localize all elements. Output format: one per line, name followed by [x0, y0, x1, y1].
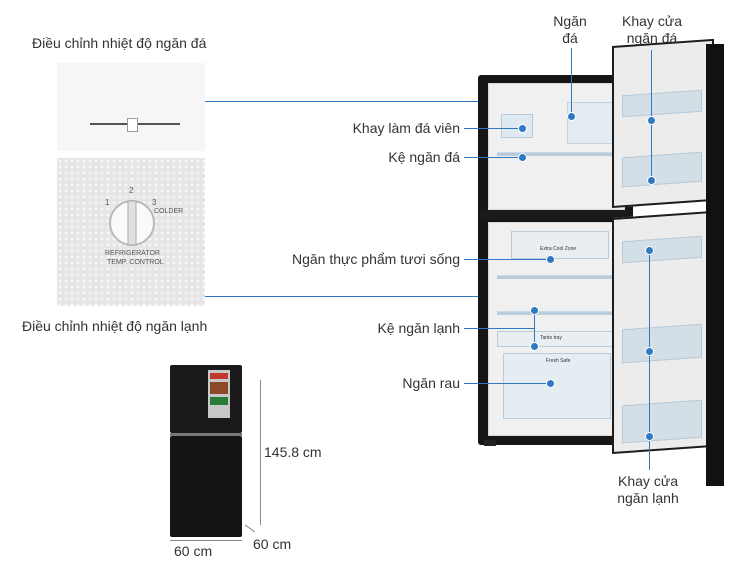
vegetable-dot: [546, 379, 555, 388]
freezer-compartment-label: Ngăn đá: [553, 13, 587, 46]
height-dim-line: [260, 380, 261, 525]
vegetable-callout: [464, 383, 548, 384]
fresh-safe-tag: Fresh Safe: [546, 358, 571, 364]
depth-dim-line: [244, 524, 256, 533]
width-dim-line: [170, 540, 242, 541]
freezer-shelf-1: [497, 152, 615, 156]
fridge-door-tray-callout: [649, 248, 650, 470]
fridge-control-callout: [205, 296, 555, 297]
freezer-interior: [488, 83, 625, 210]
extra-cool-zone: Extra Cool Zone: [511, 231, 609, 259]
fridge-interior: Extra Cool Zone Tanto tray Fresh Safe: [488, 222, 625, 436]
small-fridge-bottom: [170, 436, 242, 537]
freezer-slider-knob: [127, 118, 138, 132]
fridge-door-rack-3: [622, 399, 702, 444]
dial-text-1: REFRIGERATOR: [105, 250, 160, 257]
depth-dim-text: 60 cm: [253, 536, 292, 552]
freezer-door-rack-1: [622, 89, 702, 118]
freezer-drawer: [567, 102, 615, 144]
freezer-door-rack-2: [622, 151, 702, 188]
ice-tray-dot: [518, 124, 527, 133]
fresh-food-callout: [464, 259, 548, 260]
fridge-door-rack-1: [622, 235, 702, 264]
small-fridge-top: [170, 365, 242, 433]
freezer-door-edge: [706, 44, 724, 212]
fresh-food-label: Ngăn thực phẩm tươi sống: [291, 251, 460, 267]
fridge-shelf-label: Kệ ngăn lạnh: [377, 320, 460, 336]
fridge-shelf-1: [497, 275, 615, 279]
freezer-shelf-dot: [518, 153, 527, 162]
tanto-tray: Tanto tray: [497, 331, 617, 347]
fridge-door-tray-label: Khay cửa ngăn lạnh: [617, 473, 679, 506]
small-fridge: [170, 365, 242, 537]
ice-tray: [501, 114, 533, 138]
fridge-control-photo: 1 2 3 COLDER REFRIGERATOR TEMP. CONTROL: [57, 158, 205, 306]
dial-number-3: 3: [152, 198, 157, 207]
fridge-shelf-callout-v: [534, 310, 535, 346]
fridge-door: [612, 210, 714, 454]
fridge-control-label: Điều chỉnh nhiệt độ ngăn lạnh: [22, 318, 208, 334]
freezer-door: [612, 38, 714, 209]
ice-tray-callout: [464, 128, 520, 129]
freezer-divider: [480, 210, 632, 220]
dial-colder: COLDER: [154, 208, 184, 215]
small-fridge-gap: [170, 433, 242, 436]
tanto-tag: Tanto tray: [540, 335, 562, 341]
fridge-door-tray-dot-2: [645, 347, 654, 356]
fridge-shelf-callout: [464, 328, 534, 329]
fridge-shelf-dot-2: [530, 342, 539, 351]
freezer-control-callout: [205, 101, 555, 102]
freezer-compartment-callout: [571, 48, 572, 114]
dial-text-2: TEMP. CONTROL: [107, 259, 164, 266]
dial-number-2: 2: [129, 186, 134, 195]
freezer-door-tray-callout: [651, 50, 652, 180]
freezer-door-tray-label: Khay cửa ngăn đá: [622, 13, 682, 46]
freezer-control-photo: [57, 63, 205, 151]
small-fridge-sticker: [208, 370, 230, 418]
fridge-feet: [484, 440, 496, 446]
fridge-shelf-dot-1: [530, 306, 539, 315]
width-dim-text: 60 cm: [174, 543, 213, 559]
height-dim-text: 145.8 cm: [264, 444, 322, 460]
freezer-door-tray-dot-1: [647, 116, 656, 125]
freezer-control-label: Điều chỉnh nhiệt độ ngăn đá: [32, 35, 207, 51]
dial-texture: [57, 158, 205, 306]
fresh-food-dot: [546, 255, 555, 264]
freezer-shelf-label: Kệ ngăn đá: [388, 149, 460, 165]
freezer-shelf-callout: [464, 157, 520, 158]
freezer-compartment-dot: [567, 112, 576, 121]
fridge-door-edge: [706, 210, 724, 486]
vegetable-label: Ngăn rau: [402, 375, 460, 391]
dial-number-1: 1: [105, 198, 110, 207]
fridge-door-tray-dot-3: [645, 432, 654, 441]
extra-cool-tag: Extra Cool Zone: [540, 246, 577, 252]
fridge-door-tray-dot-1: [645, 246, 654, 255]
ice-tray-label: Khay làm đá viên: [352, 120, 460, 136]
fridge-door-rack-2: [622, 323, 702, 364]
fridge-shelf-2: [497, 311, 615, 315]
freezer-door-tray-dot-2: [647, 176, 656, 185]
vegetable-drawer: Fresh Safe: [503, 353, 611, 419]
